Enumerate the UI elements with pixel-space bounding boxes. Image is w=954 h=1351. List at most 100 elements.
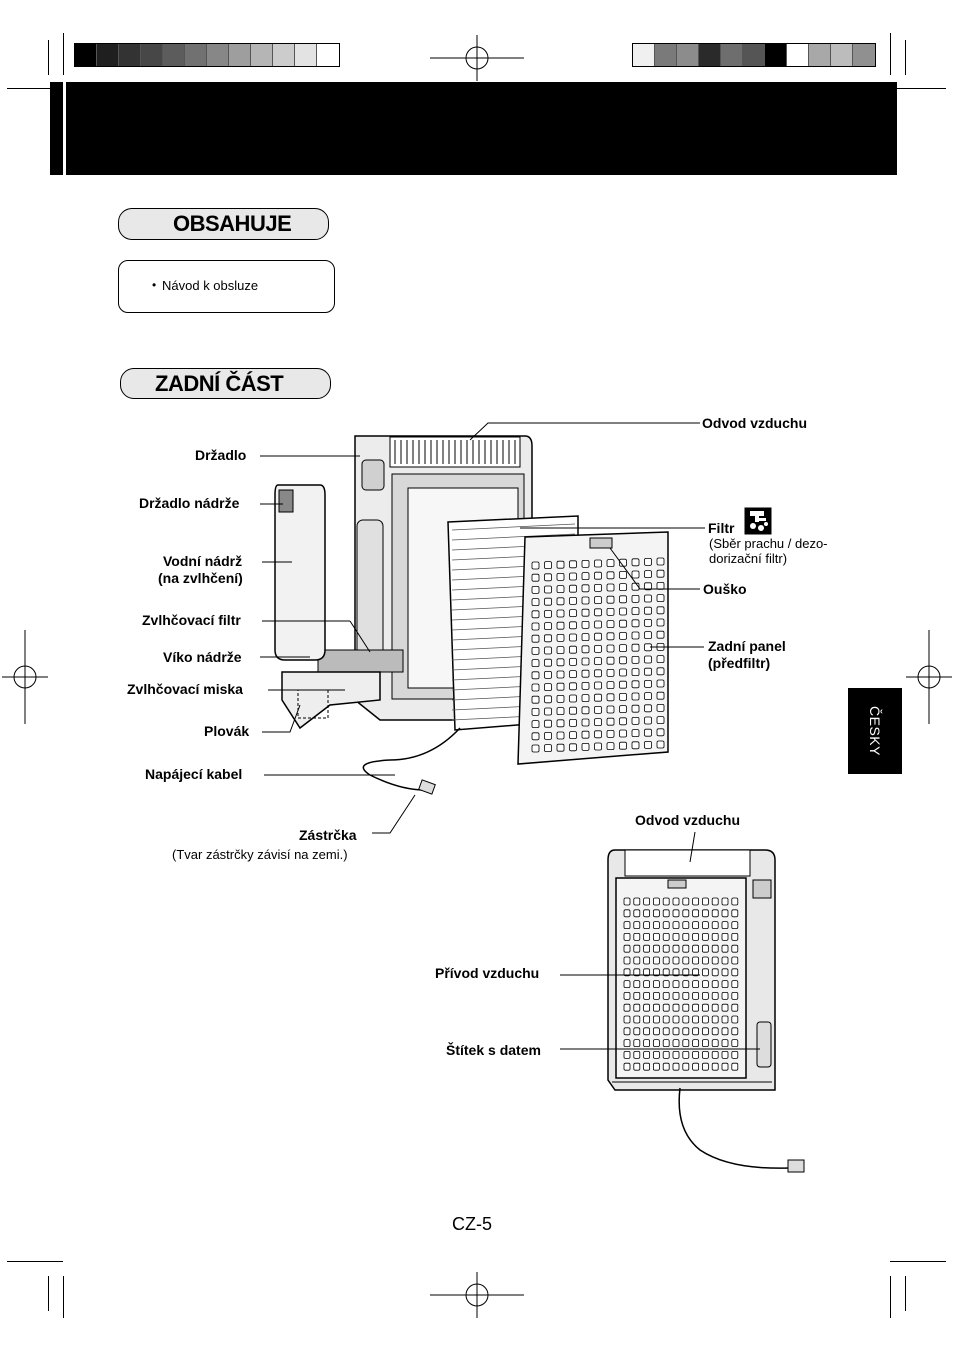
contents-title: OBSAHUJE — [173, 211, 292, 236]
panel-hole — [623, 921, 631, 929]
panel-hole — [672, 897, 680, 906]
label-filtr-note-1: (Sběr prachu / dezo- — [709, 536, 828, 551]
panel-hole — [662, 1039, 670, 1047]
panel-hole — [556, 646, 565, 654]
panel-hole — [644, 570, 652, 578]
panel-hole — [702, 1051, 709, 1059]
panel-hole — [672, 1051, 680, 1059]
panel-hole — [692, 992, 699, 1000]
panel-hole — [581, 706, 590, 715]
color-swatch — [787, 44, 809, 66]
panel-hole — [662, 944, 670, 953]
panel-hole — [569, 597, 577, 605]
panel-hole — [644, 680, 652, 688]
panel-hole — [569, 609, 577, 617]
panel-hole — [531, 561, 540, 570]
color-swatch — [809, 44, 831, 66]
panel-hole — [731, 1015, 739, 1024]
color-swatch — [655, 44, 677, 66]
panel-hole — [672, 944, 680, 953]
panel-hole — [544, 658, 552, 667]
panel-hole — [653, 944, 660, 953]
panel-hole — [569, 645, 577, 654]
color-swatch — [831, 44, 853, 66]
color-swatch — [119, 44, 141, 66]
panel-hole — [556, 621, 565, 630]
panel-hole — [692, 1015, 699, 1024]
panel-hole — [594, 596, 602, 604]
panel-hole — [702, 909, 709, 918]
panel-hole — [594, 632, 602, 641]
panel-hole — [623, 956, 631, 965]
panel-hole — [619, 741, 627, 750]
panel-hole — [581, 730, 590, 739]
panel-hole — [594, 718, 602, 726]
panel-hole — [711, 1051, 719, 1059]
panel-hole — [619, 583, 627, 591]
panel-hole — [531, 708, 540, 716]
panel-hole — [672, 921, 680, 929]
label-odvod-vzduchu-2: Odvod vzduchu — [635, 812, 740, 828]
panel-hole — [594, 559, 602, 568]
panel-hole — [731, 1062, 739, 1071]
panel-hole — [643, 944, 650, 953]
label-drzadlo: Držadlo — [195, 447, 247, 463]
panel-hole — [531, 671, 540, 680]
panel-hole — [556, 658, 565, 667]
panel-hole — [633, 956, 641, 965]
panel-hole — [731, 1003, 739, 1012]
panel-hole — [606, 693, 615, 702]
panel-hole — [544, 585, 552, 594]
panel-hole — [692, 1051, 699, 1059]
panel-hole — [711, 1062, 719, 1071]
panel-hole — [531, 659, 540, 667]
panel-hole — [692, 1027, 699, 1036]
panel-hole — [643, 1015, 650, 1024]
panel-hole — [653, 1003, 660, 1012]
section-title-rear: ZADNÍ ČÁST — [120, 368, 331, 399]
panel-hole — [606, 571, 615, 580]
panel-hole — [531, 732, 540, 741]
panel-hole — [653, 1051, 660, 1059]
panel-hole — [644, 594, 652, 603]
panel-hole — [619, 705, 627, 713]
panel-hole — [569, 670, 577, 678]
exploded-rear-illustration — [274, 435, 669, 795]
panel-hole — [633, 1062, 641, 1071]
panel-hole — [606, 620, 615, 628]
panel-hole — [606, 681, 615, 689]
color-bar-left — [74, 43, 340, 67]
panel-hole — [623, 933, 631, 941]
panel-hole — [619, 595, 627, 604]
panel-hole — [672, 980, 680, 988]
panel-hole — [606, 644, 615, 653]
crop-mark — [48, 40, 49, 75]
panel-hole — [631, 680, 640, 689]
rear-title: ZADNÍ ČÁST — [155, 370, 284, 396]
panel-hole — [682, 897, 690, 906]
label-viko-nadrze: Víko nádrže — [163, 649, 242, 665]
label-zvlhcovaci-filtr: Zvlhčovací filtr — [142, 612, 241, 628]
panel-hole — [581, 608, 590, 617]
panel-hole — [619, 571, 627, 579]
panel-hole — [721, 897, 729, 906]
panel-hole — [569, 694, 577, 703]
panel-hole — [606, 583, 615, 592]
panel-hole — [643, 980, 650, 988]
crop-mark — [890, 1276, 891, 1318]
panel-hole — [544, 646, 552, 655]
label-drzadlo-nadrze: Držadlo nádrže — [139, 495, 240, 511]
panel-hole — [656, 679, 665, 688]
panel-hole — [682, 933, 690, 941]
color-swatch — [251, 44, 273, 66]
panel-hole — [692, 944, 699, 953]
panel-hole — [581, 645, 590, 654]
label-stitek-s-datem: Štítek s datem — [446, 1042, 541, 1058]
panel-hole — [623, 992, 631, 1000]
panel-hole — [633, 933, 641, 941]
panel-hole — [556, 682, 565, 691]
panel-hole — [682, 1051, 690, 1059]
panel-hole — [633, 909, 641, 918]
panel-hole — [656, 557, 665, 566]
panel-hole — [721, 968, 729, 977]
